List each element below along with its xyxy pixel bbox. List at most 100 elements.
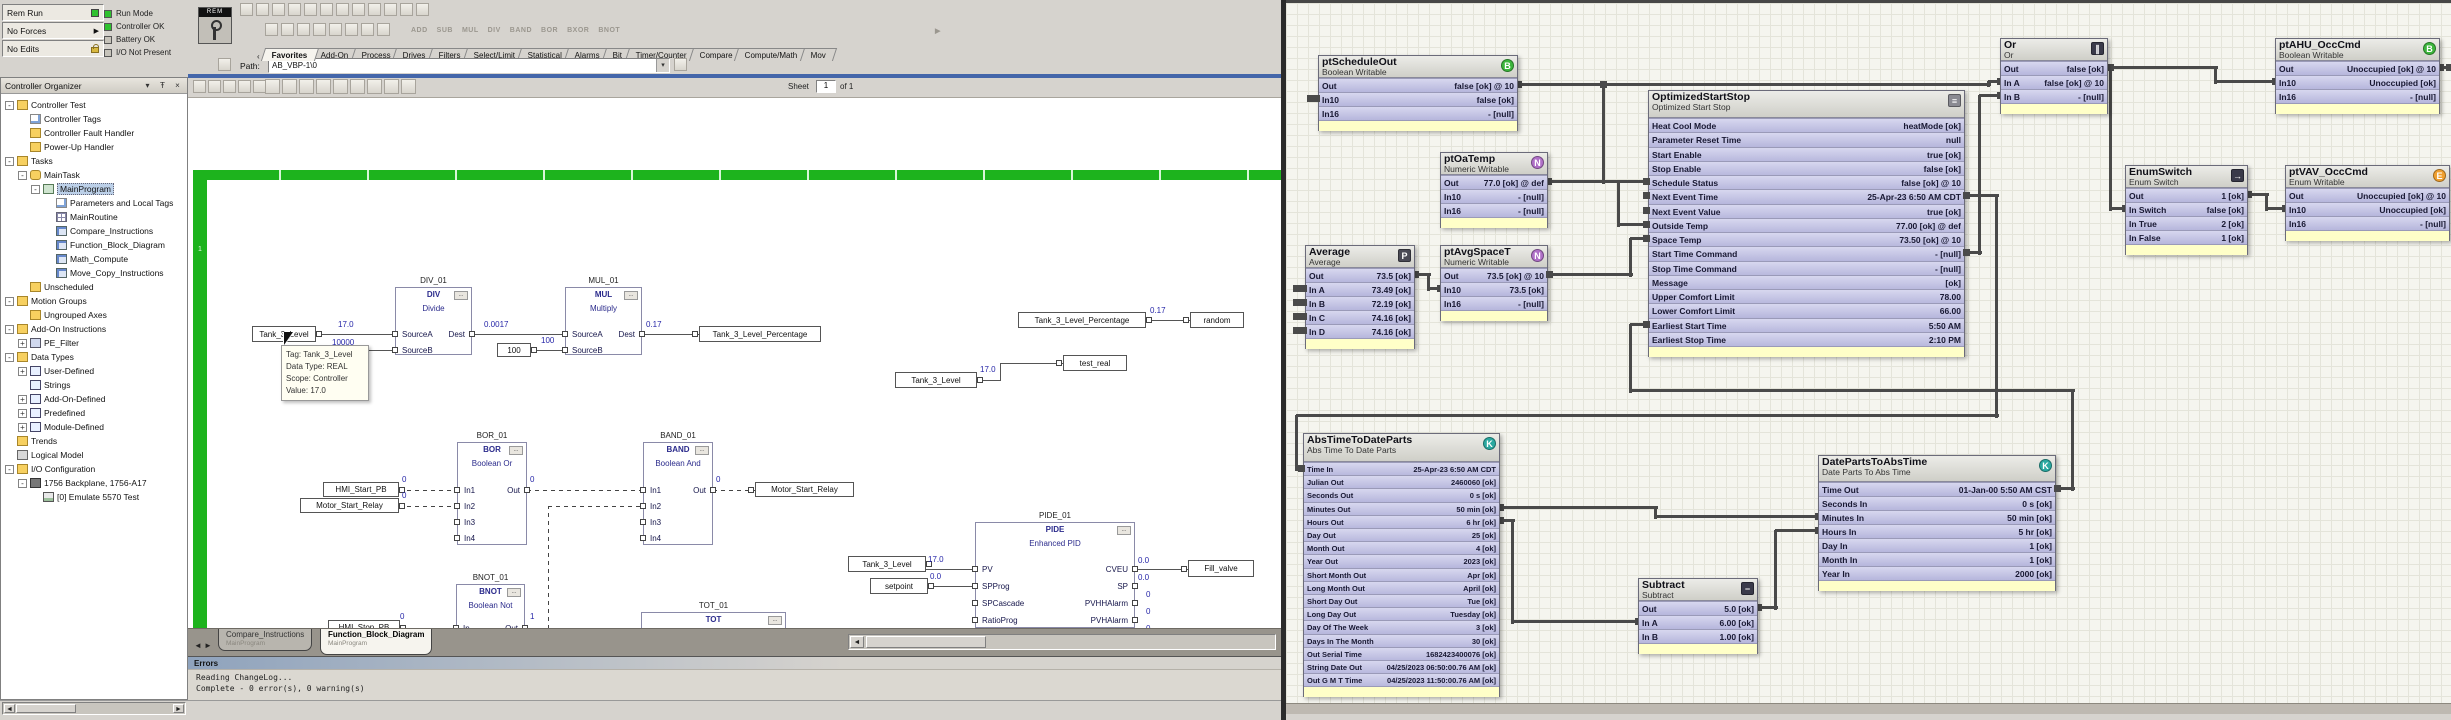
instruction-button-add[interactable]: ADD bbox=[411, 27, 428, 34]
instruction-tool-icon[interactable] bbox=[345, 23, 358, 36]
fbd-output-reference[interactable]: Fill_valve bbox=[1188, 560, 1254, 577]
fbd-element-tool-icon[interactable] bbox=[282, 79, 297, 94]
toolbar-icon[interactable] bbox=[240, 3, 253, 16]
toolbar-icon[interactable] bbox=[320, 3, 333, 16]
organizer-tree-item[interactable]: Controller Fault Handler bbox=[1, 126, 187, 140]
fbd-input-pin[interactable] bbox=[562, 331, 568, 337]
block-row[interactable]: In10- [null] bbox=[1441, 189, 1547, 203]
tree-expander-icon[interactable]: - bbox=[18, 478, 27, 488]
tree-expander-icon[interactable]: - bbox=[31, 184, 40, 194]
organizer-tree-item[interactable]: -Motion Groups bbox=[1, 294, 187, 308]
fbd-input-reference[interactable]: Tank_3_Level bbox=[895, 372, 977, 388]
toolbar-icon[interactable] bbox=[416, 3, 429, 16]
sheet-number-input[interactable]: 1 bbox=[816, 80, 836, 93]
organizer-tree-item[interactable]: +Predefined bbox=[1, 406, 187, 420]
organizer-tree-item[interactable]: -MainProgram bbox=[1, 182, 187, 196]
fbd-input-pin[interactable] bbox=[392, 347, 398, 353]
toolbar-icon[interactable] bbox=[256, 3, 269, 16]
instruction-button-div[interactable]: DIV bbox=[487, 27, 501, 34]
organizer-tree-item[interactable]: -I/O Configuration bbox=[1, 462, 187, 476]
fbd-input-pin[interactable] bbox=[640, 519, 646, 525]
tree-expander-icon[interactable]: - bbox=[5, 100, 14, 110]
who-active-icon[interactable] bbox=[674, 58, 687, 71]
organizer-tree-item[interactable]: -1756 Backplane, 1756-A17 bbox=[1, 476, 187, 490]
fbd-element-tool-icon[interactable] bbox=[367, 79, 382, 94]
tab-scroll-right-icon[interactable]: ► bbox=[204, 641, 212, 650]
instruction-tool-icon[interactable] bbox=[329, 23, 342, 36]
fbd-output-pin[interactable] bbox=[1132, 583, 1138, 589]
fbd-element-tool-icon[interactable] bbox=[350, 79, 365, 94]
fbd-input-pin[interactable] bbox=[392, 331, 398, 337]
instruction-button-sub[interactable]: SUB bbox=[436, 27, 453, 34]
fbd-input-reference[interactable]: Tank_3_Level bbox=[848, 556, 926, 572]
recent-path-icon[interactable] bbox=[218, 58, 231, 71]
fbd-input-reference[interactable]: HMI_Start_PB bbox=[323, 482, 399, 497]
instruction-tool-icon[interactable] bbox=[313, 23, 326, 36]
block-row[interactable]: In B- [null] bbox=[2001, 89, 2107, 103]
instruction-tab-mov[interactable]: Mov bbox=[799, 48, 838, 61]
fbd-toolbar-icon[interactable] bbox=[208, 80, 221, 93]
fbd-input-reference[interactable]: setpoint bbox=[870, 578, 928, 594]
fbd-output-reference[interactable]: Tank_3_Level_Percentage bbox=[699, 326, 821, 342]
organizer-tree-item[interactable]: +PE_Filter bbox=[1, 336, 187, 350]
organizer-tree-item[interactable]: -Data Types bbox=[1, 350, 187, 364]
fbd-input-pin[interactable] bbox=[454, 487, 460, 493]
tree-expander-icon[interactable]: - bbox=[5, 156, 14, 166]
fbd-toolbar-icon[interactable] bbox=[238, 80, 251, 93]
fbd-input-pin[interactable] bbox=[640, 487, 646, 493]
fbd-input-pin[interactable] bbox=[972, 600, 978, 606]
organizer-tree-item[interactable]: Move_Copy_Instructions bbox=[1, 266, 187, 280]
block-row[interactable]: In16- [null] bbox=[2286, 216, 2449, 230]
organizer-tree-item[interactable]: Function_Block_Diagram bbox=[1, 238, 187, 252]
fbd-block-bnot_01[interactable]: BNOT...Boolean NotInOut bbox=[456, 584, 525, 628]
canvas-hscrollbar[interactable]: ◄ bbox=[848, 634, 1276, 650]
chevron-down-icon[interactable]: ▾ bbox=[656, 59, 669, 72]
organizer-tree-item[interactable]: MainRoutine bbox=[1, 210, 187, 224]
fbd-element-tool-icon[interactable] bbox=[299, 79, 314, 94]
tab-scroll-left-icon[interactable]: ◄ bbox=[194, 641, 202, 650]
fbd-output-pin[interactable] bbox=[710, 487, 716, 493]
instruction-tab-favorites[interactable]: Favorites bbox=[261, 48, 320, 61]
instruction-button-bxor[interactable]: BXOR bbox=[567, 27, 590, 34]
tree-expander-icon[interactable]: + bbox=[18, 366, 27, 376]
fbd-input-reference[interactable]: Motor_Start_Relay bbox=[300, 498, 399, 513]
fbd-element-tool-icon[interactable] bbox=[265, 79, 280, 94]
block-row[interactable]: Message[ok] bbox=[1649, 274, 1964, 290]
toolbar-icon[interactable] bbox=[400, 3, 413, 16]
